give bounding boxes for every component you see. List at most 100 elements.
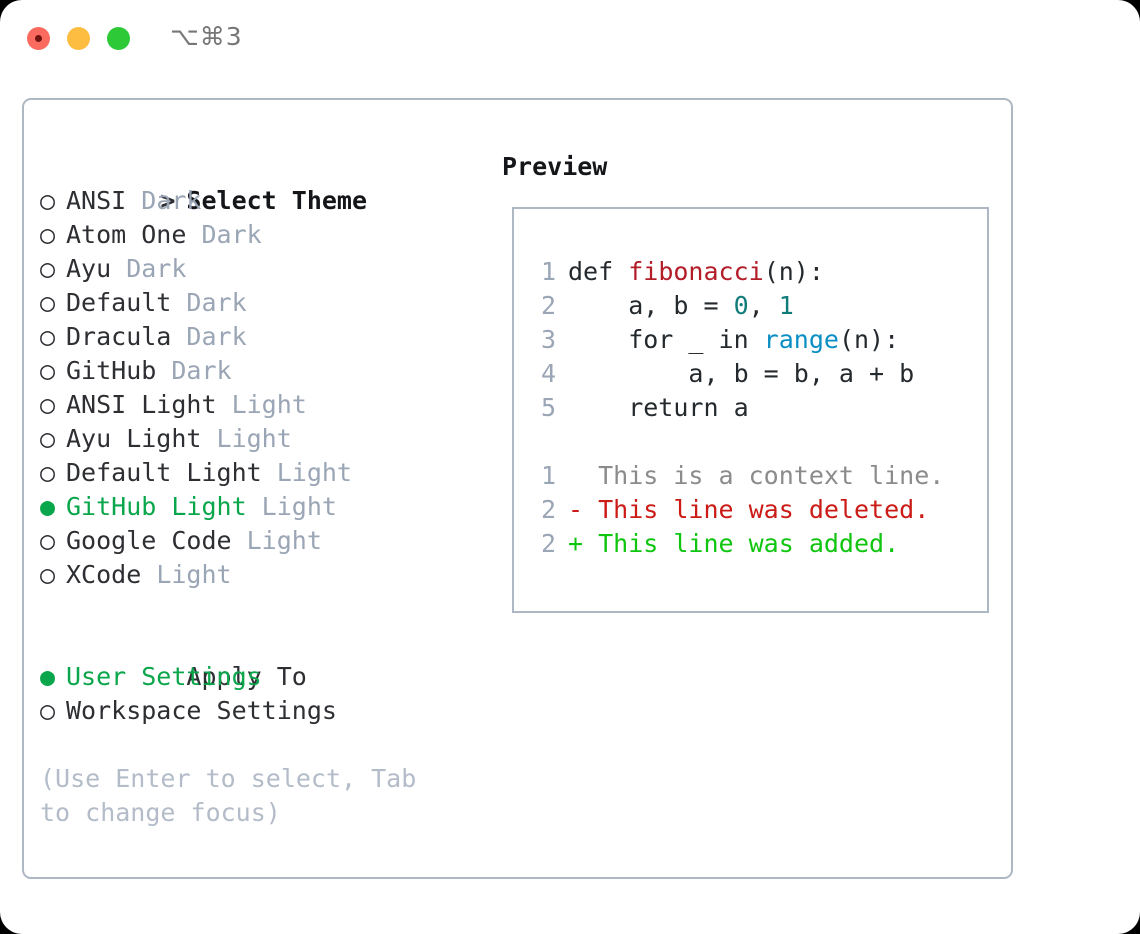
diff-sign	[568, 461, 583, 490]
radio-selected-icon[interactable]: ●	[40, 492, 56, 521]
code-token: fibonacci	[628, 257, 764, 286]
radio-unselected-icon[interactable]: ○	[40, 526, 56, 555]
apply-to-option[interactable]: ● User Settings	[40, 660, 480, 694]
theme-name-label: Default Light	[66, 458, 262, 487]
theme-name-label: Default	[66, 288, 172, 317]
prompt-caret-icon: >	[160, 186, 176, 215]
line-number: 4	[540, 359, 556, 388]
theme-list-item[interactable]: ● GitHub Light Light	[40, 490, 480, 524]
diff-sign: +	[568, 529, 584, 558]
apply-to-option-label: Workspace Settings	[66, 696, 337, 725]
code-line: 3 for _ in range(n):	[526, 323, 944, 357]
theme-list-item[interactable]: ○ Default Dark	[40, 286, 480, 320]
radio-unselected-icon[interactable]: ○	[40, 220, 56, 249]
theme-list-item[interactable]: ○ Ayu Dark	[40, 252, 480, 286]
apply-to-list: ● User Settings ○ Workspace Settings	[40, 660, 480, 728]
code-token: ,	[748, 291, 779, 320]
apply-to-heading: Apply To	[40, 626, 480, 691]
minimize-window-button[interactable]	[67, 27, 90, 50]
theme-variant-badge: Light	[141, 560, 232, 589]
diff-text: This line was added.	[583, 529, 900, 558]
diff-line: 2- This line was deleted.	[526, 493, 944, 527]
code-line: 2 a, b = 0, 1	[526, 289, 944, 323]
theme-list-item[interactable]: ○Ayu Light Light	[40, 422, 480, 456]
diff-sign: -	[568, 495, 584, 524]
theme-selection-column: >Select Theme ○ANSI Dark○Atom One Dark○A…	[40, 150, 480, 830]
theme-variant-badge: Light	[261, 458, 352, 487]
theme-variant-badge: Light	[246, 492, 337, 521]
code-token: 1	[778, 291, 794, 320]
code-token: def	[568, 257, 629, 286]
apply-to-option-label: User Settings	[66, 662, 262, 691]
theme-variant-badge: Dark	[186, 220, 262, 249]
radio-unselected-icon[interactable]: ○	[40, 186, 56, 215]
theme-name-label: ANSI Light	[66, 390, 217, 419]
code-token: for _ in	[568, 325, 764, 354]
code-token: (n):	[838, 325, 900, 354]
radio-unselected-icon[interactable]: ○	[40, 288, 56, 317]
diff-text: This line was deleted.	[583, 495, 930, 524]
code-line: 5 return a	[526, 391, 944, 425]
radio-unselected-icon[interactable]: ○	[40, 322, 56, 351]
radio-unselected-icon[interactable]: ○	[40, 696, 56, 725]
code-token: (n):	[763, 257, 824, 286]
theme-variant-badge: Dark	[126, 186, 202, 215]
diff-line: 2+ This line was added.	[526, 527, 944, 561]
maximize-window-button[interactable]	[107, 27, 130, 50]
line-number: 5	[540, 393, 556, 422]
theme-list-item[interactable]: ○ GitHub Dark	[40, 354, 480, 388]
line-number: 2	[540, 291, 556, 320]
theme-name-label: GitHub Light	[66, 492, 247, 521]
theme-name-label: ANSI	[66, 186, 127, 215]
radio-selected-icon[interactable]: ●	[40, 662, 56, 691]
apply-to-option[interactable]: ○ Workspace Settings	[40, 694, 480, 728]
theme-list-item[interactable]: ○ ANSI Light Light	[40, 388, 480, 422]
section-spacer	[40, 592, 480, 626]
apply-to-heading-label: Apply To	[186, 662, 307, 691]
theme-variant-badge: Light	[231, 526, 322, 555]
diff-text: This is a context line.	[583, 461, 945, 490]
theme-list-item[interactable]: ○ Google Code Light	[40, 524, 480, 558]
theme-variant-badge: Light	[216, 390, 307, 419]
line-number: 2	[540, 495, 556, 524]
code-line: 4 a, b = b, a + b	[526, 357, 944, 391]
preview-heading: Preview	[502, 152, 608, 181]
theme-list-item[interactable]: ○ Default Light Light	[40, 456, 480, 490]
theme-variant-badge: Dark	[171, 288, 247, 317]
theme-variant-badge: Dark	[171, 322, 247, 351]
line-number: 1	[540, 461, 556, 490]
theme-list-item[interactable]: ○Dracula Dark	[40, 320, 480, 354]
theme-list: ○ ANSI Dark ○ Atom One Dark ○ Ayu Dark ○ Defaul…	[40, 184, 480, 592]
theme-name-label: Atom One	[66, 220, 187, 249]
theme-variant-badge: Dark	[111, 254, 187, 283]
radio-unselected-icon[interactable]: ○	[40, 458, 56, 487]
code-token: a, b = b, a + b	[568, 359, 915, 388]
theme-picker-panel: >Select Theme ○ANSI Dark○Atom One Dark○A…	[22, 98, 1013, 879]
keyboard-shortcut-label: ⌥⌘3	[170, 22, 243, 51]
theme-variant-badge: Light	[201, 424, 292, 453]
radio-unselected-icon[interactable]: ○	[40, 560, 56, 589]
radio-unselected-icon[interactable]: ○	[40, 254, 56, 283]
theme-name-label: Google Code	[66, 526, 232, 555]
radio-unselected-icon[interactable]: ○	[40, 424, 56, 453]
diff-line: 1 This is a context line.	[526, 459, 944, 493]
theme-variant-badge: Dark	[156, 356, 232, 385]
theme-name-label: Ayu	[66, 254, 112, 283]
theme-name-label: GitHub	[66, 356, 157, 385]
select-theme-heading-label: Select Theme	[186, 186, 368, 215]
code-token: range	[763, 325, 839, 354]
code-token: a, b =	[568, 291, 734, 320]
theme-list-item[interactable]: ○XCode Light	[40, 558, 480, 592]
line-number: 3	[540, 325, 556, 354]
theme-list-item[interactable]: ○ ANSI Dark	[40, 184, 480, 218]
keyboard-hint-text: (Use Enter to select, Tab to change focu…	[40, 764, 432, 827]
theme-list-item[interactable]: ○ Atom One Dark	[40, 218, 480, 252]
radio-unselected-icon[interactable]: ○	[40, 390, 56, 419]
close-window-button[interactable]	[27, 27, 50, 50]
radio-unselected-icon[interactable]: ○	[40, 356, 56, 385]
title-bar: ⌥⌘3	[0, 0, 1140, 78]
code-token: return a	[568, 393, 749, 422]
